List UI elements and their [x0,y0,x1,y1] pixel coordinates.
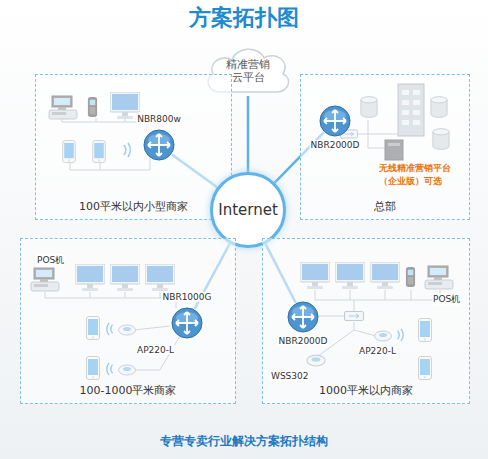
device-label: AP220-L [358,346,397,356]
device-label: POS机 [432,293,461,306]
router-label: NBR800w [136,114,182,124]
router-symbol [143,129,175,161]
optional-platform-note: 无线精准营销平台（企业版）可选 [378,162,468,188]
router-icon: NBR2000D [287,301,319,333]
router-symbol [287,301,319,333]
network-link [247,96,250,172]
node-label: Internet [218,201,278,219]
diagram-title: 方案拓扑图 [0,3,488,33]
router-label: NBR2000D [278,336,329,346]
device-label: WSS302 [270,371,310,381]
router-label: NBR2000D [310,140,361,150]
region-label: 100平米以内小型商家 [36,199,231,214]
router-symbol [319,105,351,137]
device-label: AP220-L [136,345,175,355]
router-symbol [171,307,203,339]
router-icon: NBR800w [143,129,175,161]
device-label: POS机 [36,254,65,267]
internet-circle: Internet [210,172,286,248]
region-label: 总部 [301,199,469,214]
node-label: 精准营销云平台 [223,58,273,84]
router-icon: NBR1000G [171,307,203,339]
region-label: 1000平米以内商家 [263,383,469,398]
router-label: NBR1000G [161,292,212,302]
region-label: 100-1000平米商家 [21,383,235,398]
site-region: 总部 NBR2000D [300,74,470,220]
diagram-caption: 专营专卖行业解决方案拓扑结构 [0,433,488,450]
router-icon: NBR2000D [319,105,351,137]
site-region: 100平米以内小型商家 NBR800w [35,74,232,220]
